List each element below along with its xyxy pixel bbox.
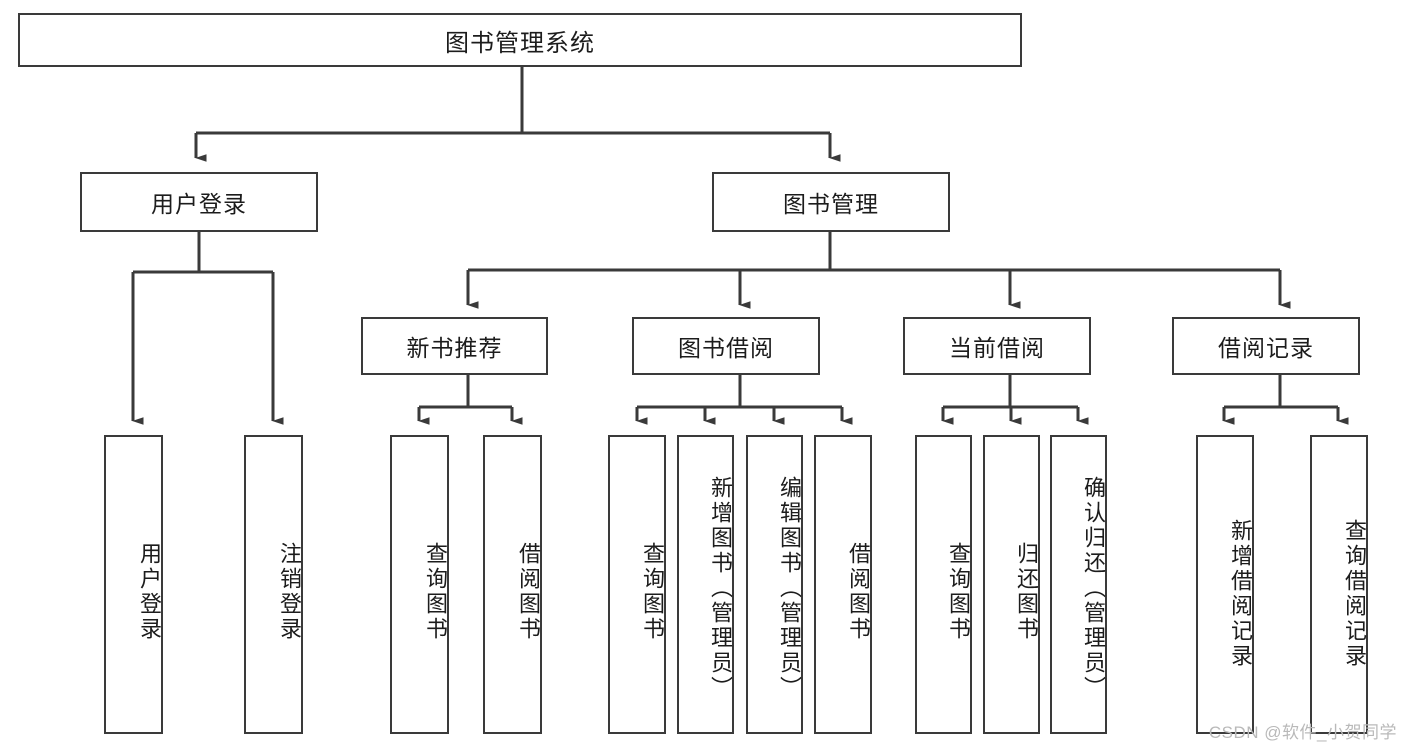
- node-label: 借阅图书: [846, 541, 871, 642]
- node-leaf-borrow-book-2[interactable]: 借阅图书: [814, 435, 872, 734]
- node-label: 编辑图书（管理员）: [777, 476, 802, 701]
- node-label: 借阅图书: [516, 541, 541, 642]
- node-label: 新书推荐: [406, 335, 503, 361]
- node-label: 查询图书: [640, 541, 665, 642]
- node-leaf-query-record[interactable]: 查询借阅记录: [1310, 435, 1368, 734]
- node-leaf-confirm-return[interactable]: 确认归还（管理员）: [1050, 435, 1107, 734]
- node-leaf-return-book[interactable]: 归还图书: [983, 435, 1040, 734]
- node-current-borrow[interactable]: 当前借阅: [903, 317, 1091, 375]
- node-book-management[interactable]: 图书管理: [712, 172, 950, 232]
- node-leaf-add-record[interactable]: 新增借阅记录: [1196, 435, 1254, 734]
- node-leaf-query-book-2[interactable]: 查询图书: [608, 435, 666, 734]
- node-label: 归还图书: [1014, 541, 1039, 642]
- csdn-watermark: CSDN @软件_小贺同学: [1208, 723, 1397, 742]
- node-new-book-recommend[interactable]: 新书推荐: [361, 317, 548, 375]
- node-label: 当前借阅: [949, 335, 1045, 361]
- node-label: 借阅记录: [1218, 335, 1314, 361]
- node-label: 图书管理: [783, 191, 879, 217]
- node-label: 用户登录: [137, 541, 162, 642]
- node-label: 查询图书: [423, 541, 448, 642]
- node-leaf-logout-login[interactable]: 注销登录: [244, 435, 303, 734]
- node-label: 查询图书: [946, 541, 971, 642]
- node-label: 新增图书（管理员）: [708, 476, 733, 701]
- node-leaf-user-login[interactable]: 用户登录: [104, 435, 163, 734]
- node-label: 查询借阅记录: [1342, 518, 1367, 669]
- node-book-borrow[interactable]: 图书借阅: [632, 317, 820, 375]
- node-leaf-query-book-3[interactable]: 查询图书: [915, 435, 972, 734]
- node-leaf-query-book-1[interactable]: 查询图书: [390, 435, 449, 734]
- node-leaf-add-book[interactable]: 新增图书（管理员）: [677, 435, 734, 734]
- node-root-book-management-system[interactable]: 图书管理系统: [18, 13, 1022, 67]
- node-label: 用户登录: [151, 191, 247, 217]
- node-borrow-record[interactable]: 借阅记录: [1172, 317, 1360, 375]
- node-label: 图书管理系统: [445, 29, 595, 57]
- node-label: 新增借阅记录: [1228, 518, 1253, 669]
- node-leaf-edit-book[interactable]: 编辑图书（管理员）: [746, 435, 803, 734]
- node-leaf-borrow-book-1[interactable]: 借阅图书: [483, 435, 542, 734]
- node-user-login[interactable]: 用户登录: [80, 172, 318, 232]
- node-label: 图书借阅: [678, 335, 774, 361]
- node-label: 注销登录: [277, 541, 302, 642]
- node-label: 确认归还（管理员）: [1081, 476, 1106, 701]
